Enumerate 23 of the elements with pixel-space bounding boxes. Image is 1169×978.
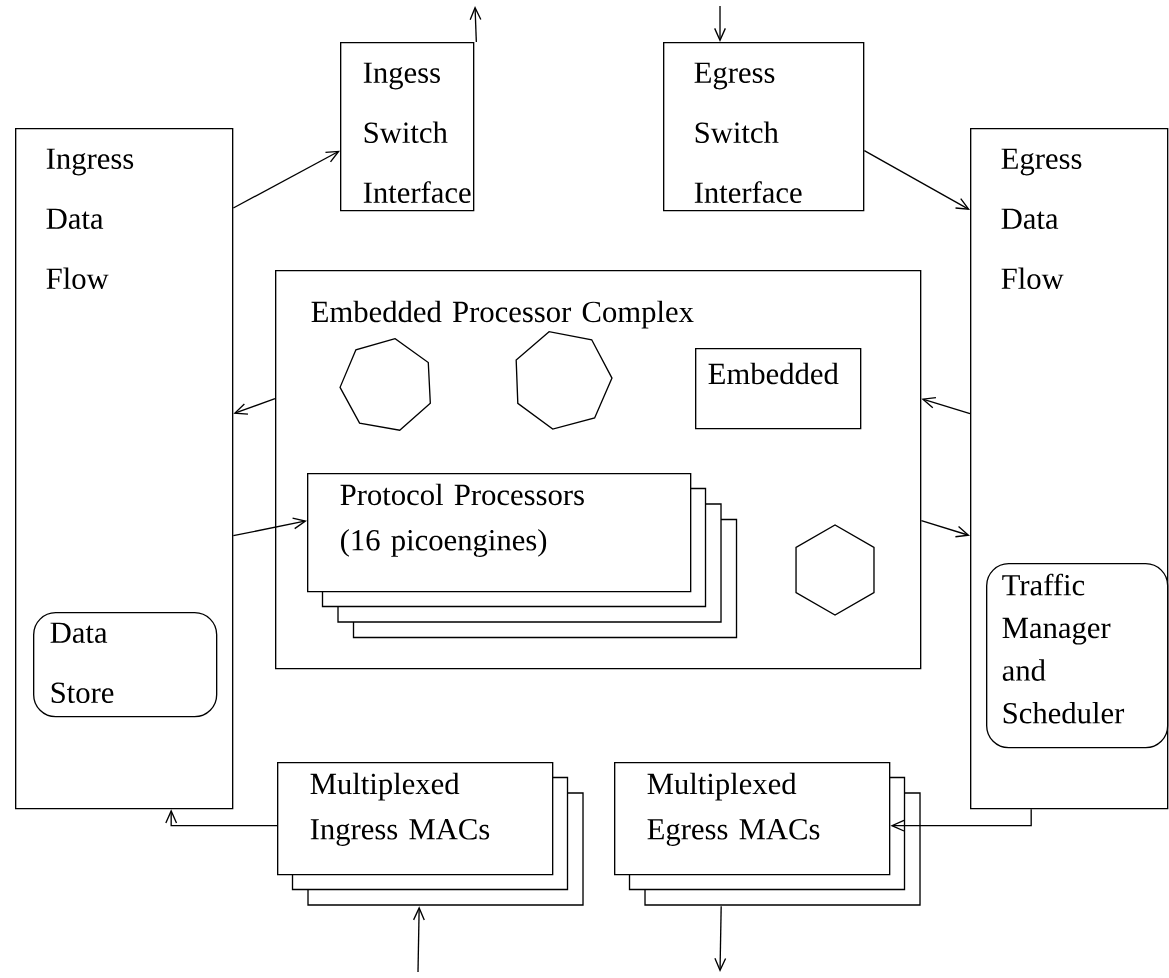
arrow	[469, 6, 482, 43]
arrow	[890, 808, 1032, 832]
hexagon-shape	[795, 524, 875, 616]
arrow	[714, 5, 726, 42]
arrow	[232, 150, 340, 209]
block-box: Ingess Switch Interface	[340, 42, 475, 212]
arrow	[920, 520, 970, 538]
stacked-box: Protocol Processors (16 picoengines)	[307, 473, 738, 639]
arrow	[863, 150, 970, 210]
heptagon-shape	[339, 338, 431, 431]
block-box: Egress Switch Interface	[663, 42, 865, 212]
arrow	[165, 809, 278, 827]
arrow	[412, 906, 425, 973]
stacked-box: Multiplexed Ingress MACs	[277, 762, 584, 906]
stacked-box: Multiplexed Egress MACs	[614, 762, 921, 906]
block-box: Embedded	[695, 348, 862, 430]
arrow	[921, 396, 971, 415]
arrow	[233, 398, 276, 415]
arrow	[714, 905, 727, 972]
heptagon-shape	[515, 331, 613, 430]
arrow	[232, 517, 307, 537]
rounded-box: Data Store	[33, 612, 218, 718]
rounded-box: Traffic Manager and Scheduler	[986, 563, 1169, 749]
